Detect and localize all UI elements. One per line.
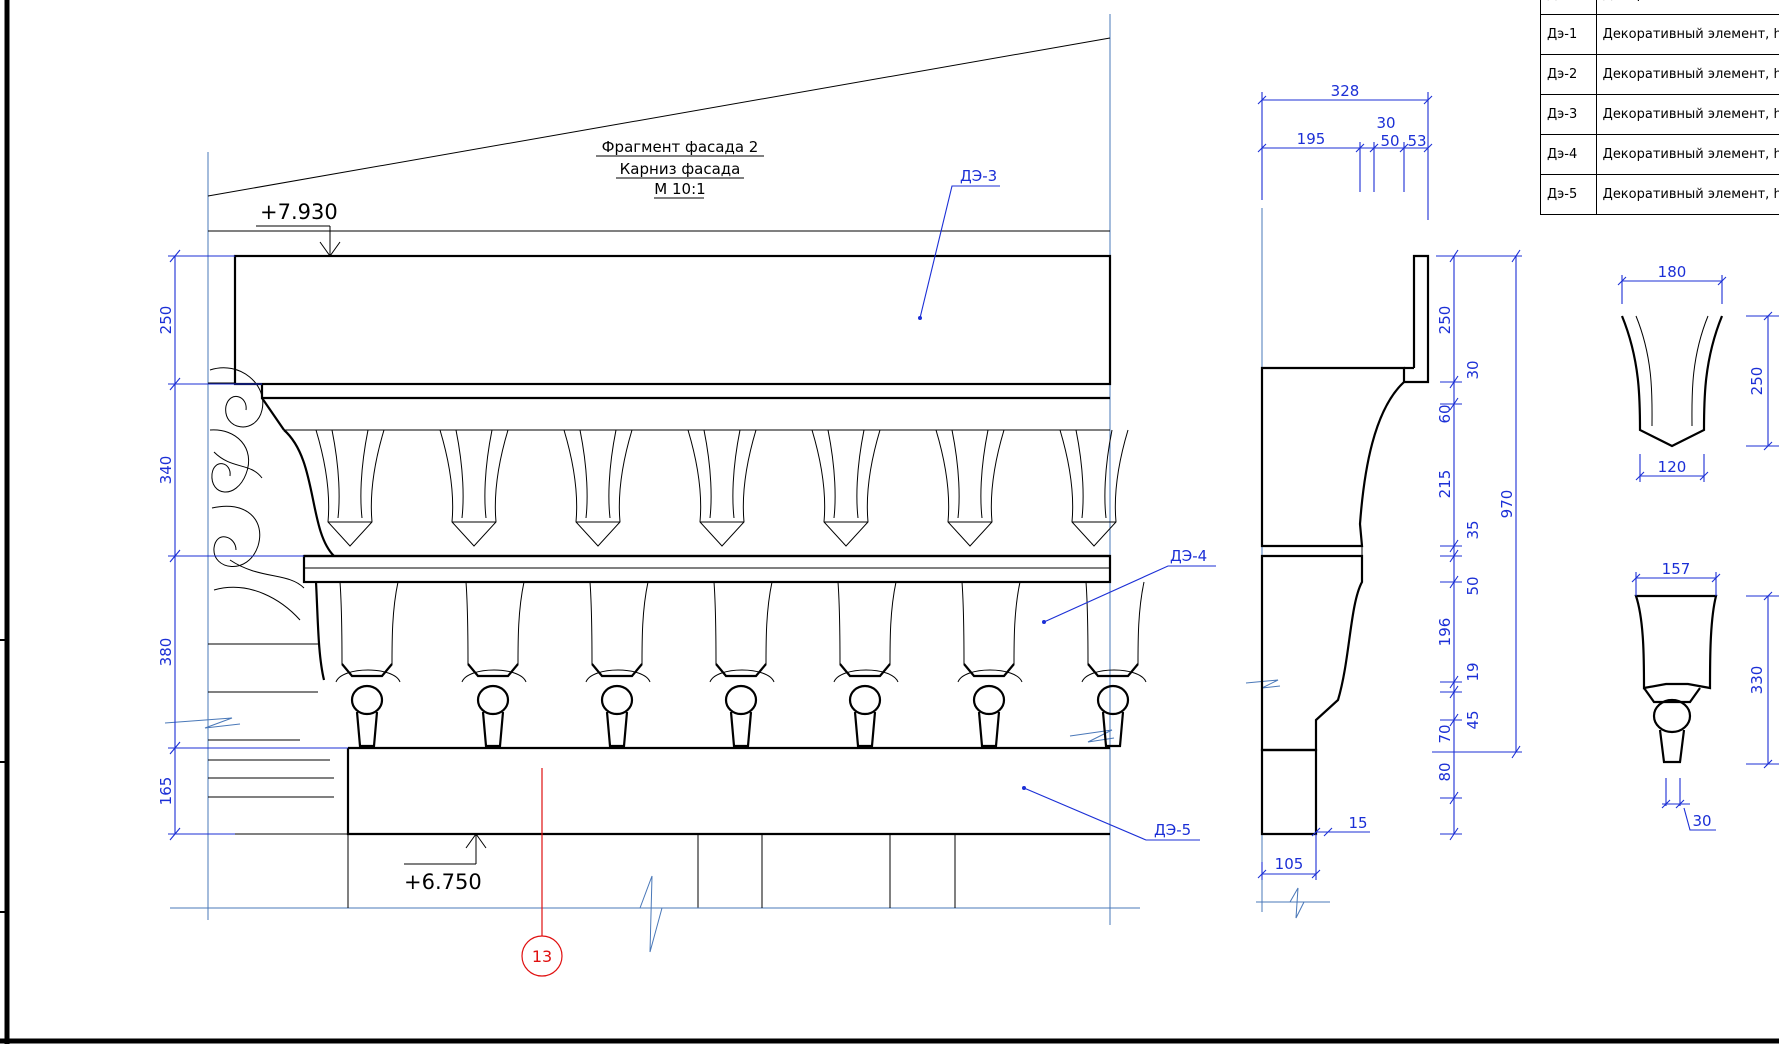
detail1-top-dim: 180 [1658, 263, 1687, 281]
level-marker-bottom: +6.750 [404, 833, 487, 894]
dim-h60: 60 [1436, 404, 1454, 423]
dentil [811, 429, 881, 547]
dim-50-top: 50 [1380, 132, 1399, 150]
dim-165: 165 [157, 777, 175, 806]
axis-marker: 13 [521, 768, 563, 977]
dentil [1059, 429, 1129, 547]
dim-h70: 70 [1436, 724, 1454, 743]
dim-15: 15 [1348, 814, 1367, 832]
detail-element-1: 180 120 250 [1617, 263, 1779, 482]
spec-description: Декоративный элемент, h [1595, 0, 1779, 15]
spec-description: Декоративный элемент, h [1595, 54, 1779, 95]
modillion [335, 581, 401, 748]
level-top-label: +7.930 [260, 200, 338, 224]
detail2-bottom-dim: 30 [1692, 812, 1711, 830]
section-dimensions: 328 195 30 50 53 [1257, 82, 1522, 880]
dentil [439, 429, 509, 547]
callout-de5: ДЭ-5 [1022, 786, 1200, 841]
dim-h19: 19 [1464, 662, 1482, 681]
dim-h30: 30 [1464, 360, 1482, 379]
dentil [315, 429, 385, 547]
dim-195: 195 [1297, 130, 1326, 148]
dim-h80: 80 [1436, 762, 1454, 781]
spec-description: Декоративный элемент, h [1595, 14, 1779, 55]
callout-de4-label: ДЭ-4 [1170, 547, 1207, 565]
title-line2: Карниз фасада [620, 160, 741, 178]
modillion [833, 581, 899, 748]
callout-de3-label: ДЭ-3 [960, 167, 997, 185]
elevation-dimensions: 250 340 380 165 [157, 249, 348, 841]
cornice-section [1245, 208, 1430, 919]
dim-328: 328 [1331, 82, 1360, 100]
level-bottom-label: +6.750 [404, 870, 482, 894]
view-title: Фрагмент фасада 2 Карниз фасада М 10:1 [596, 138, 764, 199]
modillion-row [315, 429, 1147, 748]
dim-340: 340 [157, 456, 175, 485]
detail1-bottom-dim: 120 [1658, 458, 1687, 476]
dim-53-top: 53 [1407, 132, 1426, 150]
callout-de5-label: ДЭ-5 [1154, 821, 1191, 839]
dim-105: 105 [1275, 855, 1304, 873]
modillion [461, 581, 527, 748]
dim-30-top: 30 [1376, 114, 1395, 132]
dentil [935, 429, 1005, 547]
modillion [1081, 581, 1147, 748]
spec-description: Декоративный элемент, h [1595, 94, 1779, 135]
spec-code: Дэ-2 [1540, 54, 1597, 95]
title-line3: М 10:1 [654, 180, 705, 198]
spec-code: Дэ-3 [1540, 94, 1597, 135]
modillion [957, 581, 1023, 748]
detail2-height-dim: 330 [1748, 666, 1766, 695]
spec-description: Декоративный элемент, h [1595, 174, 1779, 215]
detail1-height-dim: 250 [1748, 367, 1766, 396]
spec-code: Дэ-5 [1540, 174, 1597, 215]
title-line1: Фрагмент фасада 2 [602, 138, 759, 156]
callout-de3: ДЭ-3 [918, 167, 1000, 320]
facade-elevation [164, 14, 1147, 953]
callout-de4: ДЭ-4 [1042, 547, 1216, 624]
modillion [585, 581, 651, 748]
spec-description: Декоративный элемент, h [1595, 134, 1779, 175]
modillion [709, 581, 775, 748]
dim-h196: 196 [1436, 618, 1454, 647]
spec-code: Дэ-1.1 [1540, 0, 1597, 15]
dim-h45: 45 [1464, 710, 1482, 729]
dim-h250: 250 [1436, 306, 1454, 335]
section-dim-ticks [1440, 375, 1462, 841]
dim-h35: 35 [1464, 520, 1482, 539]
detail-element-2: 157 30 330 [1631, 560, 1779, 831]
dim-h970: 970 [1498, 490, 1516, 519]
dim-h215: 215 [1436, 470, 1454, 499]
dentil [563, 429, 633, 547]
dim-380: 380 [157, 638, 175, 667]
spec-code: Дэ-4 [1540, 134, 1597, 175]
dim-h50: 50 [1464, 576, 1482, 595]
detail2-top-dim: 157 [1662, 560, 1691, 578]
spec-code: Дэ-1 [1540, 14, 1597, 55]
level-marker-top: +7.930 [256, 200, 341, 257]
dim-250: 250 [157, 306, 175, 335]
dentil [687, 429, 757, 547]
axis-marker-label: 13 [532, 947, 552, 966]
